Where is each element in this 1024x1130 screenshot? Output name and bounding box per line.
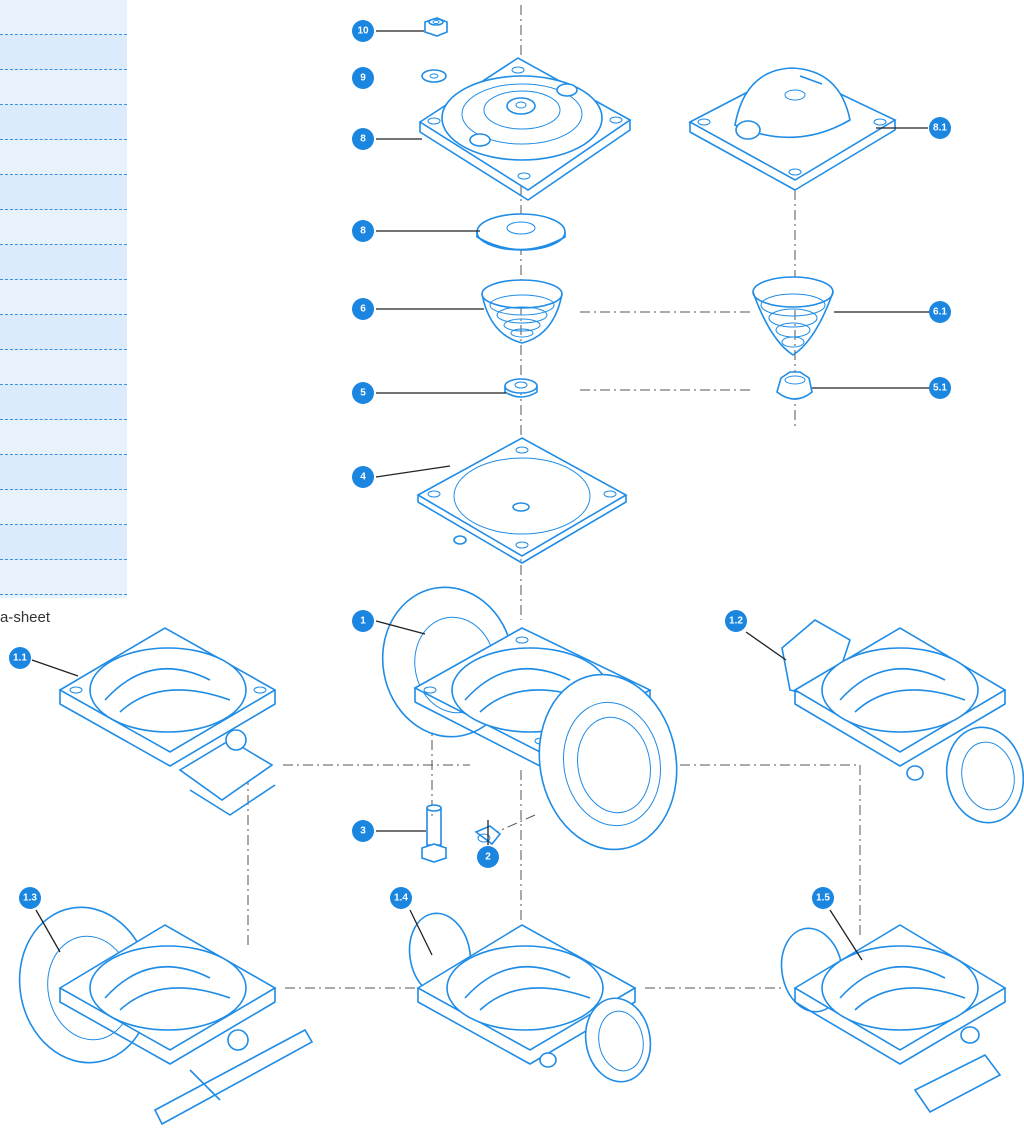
- callout-label-1: 1: [352, 610, 374, 632]
- callout-label-1-1: 1.1: [9, 647, 31, 669]
- svg-text:6.1: 6.1: [933, 307, 947, 318]
- table-row: [0, 490, 127, 525]
- leader-lines: [31, 30, 932, 961]
- part-body-1-2: [781, 619, 1024, 824]
- part-body-1-1: [58, 627, 277, 816]
- data-sheet-caption: a-sheet: [0, 609, 51, 626]
- svg-text:3: 3: [360, 826, 366, 837]
- part-conical-spring: [752, 276, 834, 356]
- svg-text:8: 8: [360, 226, 366, 237]
- svg-text:1.5: 1.5: [816, 893, 830, 904]
- part-diaphragm-disc: [476, 213, 566, 251]
- callout-label-8-disc: 8: [352, 220, 374, 242]
- callout-label-6: 6: [352, 298, 374, 320]
- table-row: [0, 35, 127, 70]
- callout-label-1-3: 1.3: [19, 887, 41, 909]
- part-bolt: [421, 804, 447, 863]
- part-body-1-3: [18, 906, 314, 1126]
- table-row: [0, 315, 127, 350]
- svg-text:1.4: 1.4: [394, 893, 408, 904]
- svg-text:5: 5: [360, 388, 366, 399]
- svg-text:1.3: 1.3: [23, 893, 37, 904]
- callout-label-4: 4: [352, 466, 374, 488]
- callout-label-8-1: 8.1: [929, 117, 951, 139]
- table-row: [0, 140, 127, 175]
- svg-text:9: 9: [360, 73, 366, 84]
- table-row: [0, 70, 127, 105]
- table-row: [0, 420, 127, 455]
- part-spring-seat: [504, 378, 538, 398]
- part-diaphragm: [416, 437, 628, 564]
- callout-label-5-1: 5.1: [929, 377, 951, 399]
- callout-label-1-4: 1.4: [390, 887, 412, 909]
- part-spring: [481, 279, 563, 344]
- table-row: [0, 560, 127, 595]
- table-row: [0, 455, 127, 490]
- callout-label-9: 9: [352, 67, 374, 89]
- svg-text:8: 8: [360, 134, 366, 145]
- part-valve-body-flanged: [381, 586, 678, 851]
- table-row: [0, 385, 127, 420]
- callout-label-8-cover: 8: [352, 128, 374, 150]
- part-actuator-cover: [688, 67, 897, 191]
- svg-text:1: 1: [360, 616, 366, 627]
- table-row: [0, 175, 127, 210]
- svg-text:6: 6: [360, 304, 366, 315]
- callout-label-1-5: 1.5: [812, 887, 834, 909]
- part-washer: [421, 69, 447, 83]
- table-row: [0, 245, 127, 280]
- svg-text:1.2: 1.2: [729, 616, 743, 627]
- part-top-cover: [418, 57, 632, 201]
- callout-label-5: 5: [352, 382, 374, 404]
- part-nut: [424, 17, 448, 37]
- table-row: [0, 105, 127, 140]
- table-row: [0, 210, 127, 245]
- callout-label-1-2: 1.2: [725, 610, 747, 632]
- svg-text:8.1: 8.1: [933, 123, 947, 134]
- callout-label-2: 2: [477, 846, 499, 868]
- table-row: [0, 350, 127, 385]
- callout-label-3: 3: [352, 820, 374, 842]
- table-row: [0, 280, 127, 315]
- callout-label-10: 10: [352, 20, 374, 42]
- svg-text:10: 10: [357, 26, 369, 37]
- svg-text:2: 2: [485, 852, 491, 863]
- svg-text:5.1: 5.1: [933, 383, 947, 394]
- svg-text:1.1: 1.1: [13, 653, 27, 664]
- table-row: [0, 525, 127, 560]
- table-row: [0, 0, 127, 35]
- svg-text:4: 4: [360, 472, 366, 483]
- part-body-1-4: [408, 912, 652, 1083]
- part-compressor: [776, 371, 813, 400]
- part-body-1-5: [780, 924, 1007, 1114]
- parts-table-panel: [0, 0, 127, 598]
- callout-label-6-1: 6.1: [929, 301, 951, 323]
